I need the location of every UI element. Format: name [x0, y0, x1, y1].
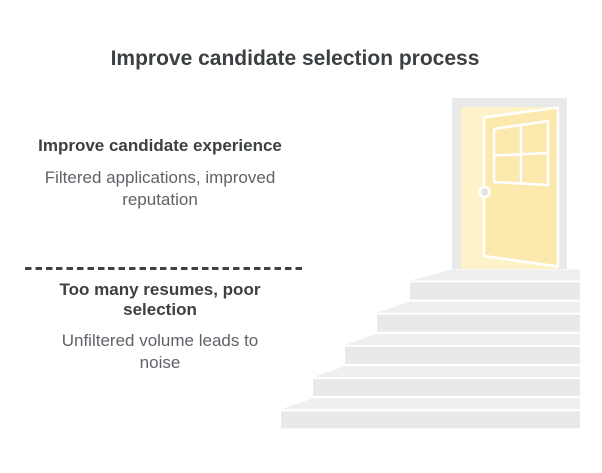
stair-riser [345, 346, 580, 364]
dashed-divider [25, 267, 302, 270]
stair-tread [377, 301, 580, 313]
text-line: Too many resumes, poor [59, 280, 261, 299]
door-window [492, 119, 550, 187]
stair-riser [281, 411, 580, 429]
stair-riser [313, 379, 580, 397]
staircase-icon [281, 269, 580, 429]
text-line: selection [123, 300, 197, 319]
section-benefit-heading: Improve candidate experience [20, 136, 300, 156]
stair-riser [410, 282, 580, 300]
stair-tread [410, 269, 580, 281]
stair-tread [345, 333, 580, 345]
stair-tread [281, 398, 580, 410]
text-line: reputation [122, 190, 198, 209]
section-problem-body: Unfiltered volume leads to noise [20, 330, 300, 374]
text-line: noise [139, 353, 181, 372]
window-mullion-horizontal [493, 151, 549, 157]
door-panel [482, 106, 560, 268]
text-line: Filtered applications, improved [44, 168, 276, 187]
open-door-icon [452, 98, 567, 269]
section-problem-heading: Too many resumes, poor selection [20, 280, 300, 320]
stair-tread [313, 366, 580, 378]
stair-riser [377, 314, 580, 332]
page-title: Improve candidate selection process [110, 47, 480, 70]
section-benefit-body: Filtered applications, improved reputati… [20, 167, 300, 211]
door-knob-icon [478, 185, 491, 199]
text-line: Improve candidate experience [38, 136, 282, 155]
text-line: Unfiltered volume leads to [61, 331, 259, 350]
